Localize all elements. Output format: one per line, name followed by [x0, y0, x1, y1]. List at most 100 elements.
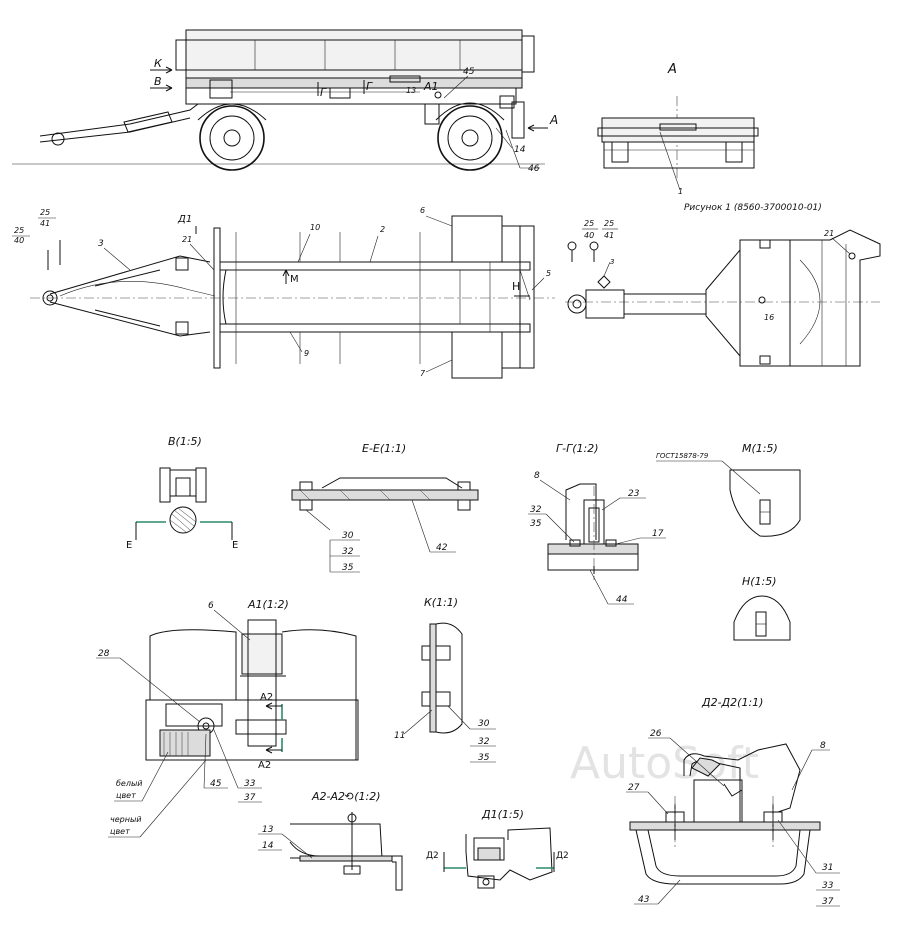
view-h-title: Н(1:5) — [742, 575, 777, 588]
section-mark-d2: Д2 — [556, 851, 569, 861]
section-e-e: Е-Е(1:1) 30 32 35 42 — [291, 442, 479, 573]
callout-30: 30 — [342, 531, 354, 541]
view-a1: А1(1:2) А2 А2 6 28 45 33 37 белый цвет — [96, 598, 359, 838]
callout-43: 43 — [638, 895, 650, 905]
callout-28: 28 — [98, 649, 110, 659]
note-white: белый — [116, 779, 142, 788]
view-letter: Г — [320, 86, 327, 99]
callout-25: 25 — [604, 219, 614, 228]
section-d2-d2: Д2-Д2(1:1) 26 8 27 31 33 37 43 — [626, 696, 840, 907]
callout-2: 2 — [380, 225, 385, 234]
callout-13: 13 — [262, 825, 274, 835]
view-letter: М — [290, 274, 299, 285]
view-a-rear: А 1 Рисунок 1 (8560-3700010-01) — [597, 62, 822, 213]
view-letter: К — [154, 57, 163, 70]
callout-32: 32 — [530, 505, 542, 515]
callout-1: 1 — [678, 187, 683, 196]
callout-11: 11 — [394, 731, 405, 741]
note-black: черный — [110, 815, 141, 824]
callout-45: 45 — [463, 67, 475, 77]
callout-32: 32 — [342, 547, 354, 557]
callout-42: 42 — [436, 543, 448, 553]
note-white: цвет — [116, 791, 136, 800]
view-letter: А — [549, 113, 558, 127]
callout-40: 40 — [584, 231, 594, 240]
watermark: AutoSoft — [570, 738, 759, 789]
view-letter: Д1 — [177, 214, 192, 225]
trailer-plan-view: 25 41 25 40 3 Д1 21 10 М 2 6 5 Н 9 7 — [12, 206, 555, 379]
view-h: Н(1:5) — [733, 575, 791, 641]
callout-25: 25 — [584, 219, 594, 228]
callout-46: 46 — [528, 164, 540, 174]
callout-14: 14 — [262, 841, 274, 851]
callout-17: 17 — [652, 529, 664, 539]
view-letter: А1 — [423, 80, 439, 93]
callout-35: 35 — [530, 519, 542, 529]
callout-30: 30 — [478, 719, 490, 729]
callout-41: 41 — [604, 231, 614, 240]
view-a1-title: А1(1:2) — [247, 598, 289, 611]
view-m: М(1:5) ГОСТ15878-79 — [656, 442, 801, 537]
callout-8: 8 — [534, 471, 540, 481]
trailer-side-view: К В Г Г А1 45 13 14 46 А — [12, 29, 558, 174]
view-d1: Д1(1:5) Д2 Д2 — [426, 808, 569, 889]
note-black: цвет — [110, 827, 130, 836]
section-mark-e: Е — [232, 540, 238, 551]
view-letter: В — [154, 75, 162, 88]
callout-31: 31 — [822, 863, 833, 873]
callout-5: 5 — [546, 269, 551, 278]
drawbar-detail: 21 16 25 40 25 41 3 — [565, 219, 881, 367]
view-k: К(1:1) 11 30 32 35 — [394, 596, 496, 763]
section-a2-a2: А2-А2⟲(1:2) 13 14 — [258, 790, 403, 891]
figure-caption: Рисунок 1 (8560-3700010-01) — [684, 203, 822, 213]
callout-9: 9 — [304, 349, 309, 358]
callout-21: 21 — [824, 229, 834, 238]
callout-33: 33 — [244, 779, 256, 789]
callout-37: 37 — [822, 897, 834, 907]
gost-reference: ГОСТ15878-79 — [656, 452, 709, 460]
view-m-title: М(1:5) — [742, 442, 778, 455]
callout-35: 35 — [342, 563, 354, 573]
callout-33: 33 — [822, 881, 834, 891]
view-a-title: А — [667, 62, 677, 77]
callout-7: 7 — [420, 369, 426, 378]
callout-8: 8 — [820, 741, 826, 751]
view-k-title: К(1:1) — [424, 596, 458, 609]
callout-26: 26 — [650, 729, 662, 739]
callout-3: 3 — [610, 258, 614, 266]
callout-25: 25 — [14, 226, 24, 235]
view-letter: Н — [512, 280, 520, 293]
callout-37: 37 — [244, 793, 256, 803]
section-g-g: Г-Г(1:2) 8 23 32 35 17 44 — [528, 442, 666, 605]
callout-6: 6 — [208, 601, 214, 611]
view-d1-title: Д1(1:5) — [481, 808, 524, 821]
callout-35: 35 — [478, 753, 490, 763]
callout-23: 23 — [628, 489, 640, 499]
callout-25: 25 — [40, 208, 50, 217]
callout-6: 6 — [420, 206, 425, 215]
section-a2-title: А2-А2⟲(1:2) — [311, 790, 381, 803]
view-b-detail: В(1:5) Е Е — [126, 435, 238, 551]
section-mark-a2: А2 — [258, 760, 271, 771]
section-g-title: Г-Г(1:2) — [556, 442, 599, 455]
section-e-title: Е-Е(1:1) — [362, 442, 406, 455]
callout-40: 40 — [14, 236, 24, 245]
section-mark-d2: Д2 — [426, 851, 439, 861]
section-mark-a2: А2 — [260, 692, 273, 703]
callout-3: 3 — [98, 239, 104, 249]
callout-13: 13 — [406, 86, 416, 95]
section-mark-e: Е — [126, 540, 132, 551]
callout-21: 21 — [182, 235, 192, 244]
callout-41: 41 — [40, 219, 50, 228]
callout-45: 45 — [210, 779, 222, 789]
callout-27: 27 — [628, 783, 640, 793]
callout-44: 44 — [616, 595, 628, 605]
callout-14: 14 — [514, 145, 526, 155]
view-b-title: В(1:5) — [168, 435, 202, 448]
view-letter: Г — [366, 80, 373, 93]
callout-32: 32 — [478, 737, 490, 747]
callout-10: 10 — [310, 223, 320, 232]
section-d2-title: Д2-Д2(1:1) — [701, 696, 763, 709]
